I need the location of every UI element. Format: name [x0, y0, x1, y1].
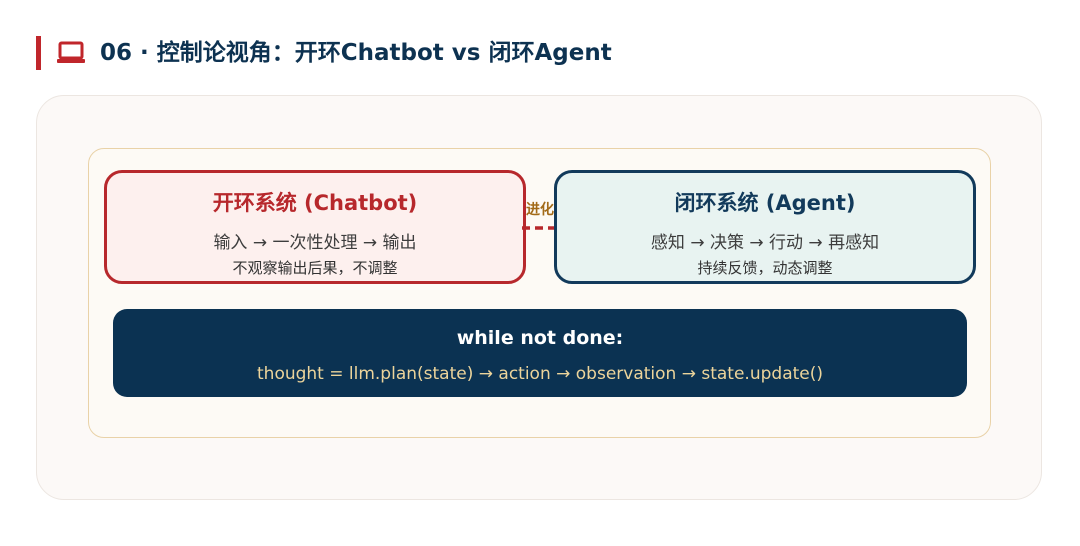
- closed-loop-note: 持续反馈，动态调整: [697, 259, 833, 277]
- page-title: 06 · 控制论视角：开环Chatbot vs 闭环Agent: [100, 40, 612, 66]
- agent-loop-box: while not done: thought = llm.plan(state…: [113, 309, 967, 397]
- evolution-label: 进化: [526, 202, 554, 218]
- agent-loop-code: thought = llm.plan(state) → action → obs…: [257, 364, 823, 384]
- accent-bar: [36, 36, 41, 70]
- evolution-connector: [522, 226, 558, 230]
- agent-loop-title: while not done:: [456, 327, 624, 349]
- open-loop-note: 不观察输出后果，不调整: [232, 259, 398, 277]
- closed-loop-title: 闭环系统 (Agent): [674, 191, 856, 215]
- closed-loop-flow: 感知 → 决策 → 行动 → 再感知: [650, 233, 880, 253]
- header: 06 · 控制论视角：开环Chatbot vs 闭环Agent: [0, 0, 1080, 100]
- open-loop-title: 开环系统 (Chatbot): [212, 191, 418, 215]
- open-loop-box: 开环系统 (Chatbot) 输入 → 一次性处理 → 输出 不观察输出后果，不…: [104, 170, 526, 284]
- open-loop-flow: 输入 → 一次性处理 → 输出: [213, 233, 417, 253]
- laptop-icon: [57, 41, 85, 63]
- closed-loop-box: 闭环系统 (Agent) 感知 → 决策 → 行动 → 再感知 持续反馈，动态调…: [554, 170, 976, 284]
